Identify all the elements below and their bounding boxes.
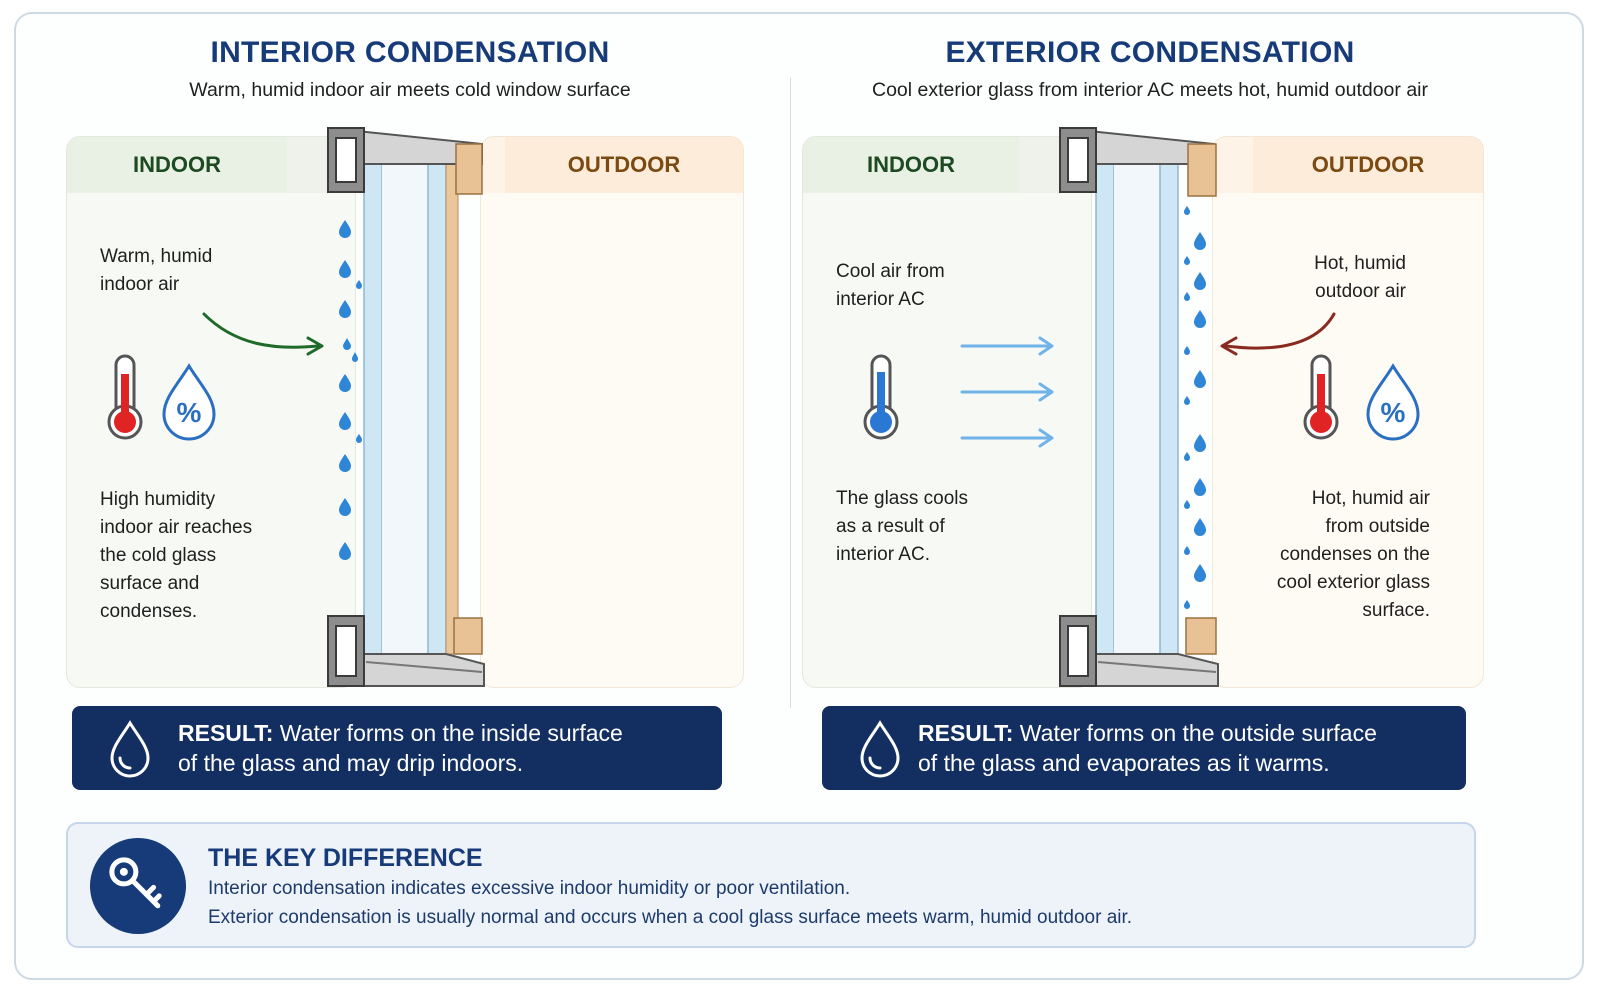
- humidity-percent-icon: %: [1366, 363, 1420, 441]
- exterior-window-section: [1059, 126, 1219, 687]
- exterior-title: EXTERIOR CONDENSATION: [945, 36, 1355, 69]
- indoor-header: INDOOR: [67, 137, 287, 193]
- indoor-header: INDOOR: [803, 137, 1019, 193]
- column-divider: [790, 78, 791, 708]
- result-label: RESULT:: [918, 720, 1014, 746]
- thermometer-hot-icon: [1303, 354, 1339, 440]
- exterior-indoor-panel: INDOOR: [802, 136, 1092, 688]
- water-drop-icon: [860, 720, 900, 778]
- exterior-condensation-droplets: [1184, 206, 1206, 609]
- interior-title: INTERIOR CONDENSATION: [210, 36, 610, 69]
- exterior-subtitle: Cool exterior glass from interior AC mee…: [872, 79, 1428, 101]
- key-difference-line-1: Interior condensation indicates excessiv…: [208, 878, 851, 899]
- svg-text:%: %: [1381, 397, 1406, 428]
- interior-condensation-droplets: [339, 220, 362, 560]
- key-icon: [109, 857, 162, 909]
- key-badge: [90, 838, 186, 934]
- warm-air-arrow: [202, 312, 324, 356]
- interior-outdoor-panel: OUTDOOR: [480, 136, 744, 688]
- key-difference-box: THE KEY DIFFERENCE Interior condensation…: [66, 822, 1476, 948]
- hot-air-arrow: [1220, 312, 1336, 356]
- thermometer-hot-icon: [107, 354, 143, 440]
- result-text-2: of the glass and may drip indoors.: [178, 750, 524, 776]
- thermometer-cold-icon: [863, 354, 899, 440]
- outdoor-header: OUTDOOR: [505, 137, 743, 193]
- cool-air-arrows: [960, 336, 1054, 448]
- interior-window-section: [327, 126, 485, 687]
- key-difference-title: THE KEY DIFFERENCE: [208, 844, 483, 872]
- result-label: RESULT:: [178, 720, 274, 746]
- result-text-1: Water forms on the outside surface: [1013, 720, 1377, 746]
- exterior-result-box: RESULT: Water forms on the outside surfa…: [822, 706, 1466, 790]
- svg-text:%: %: [177, 397, 202, 428]
- result-text-2: of the glass and evaporates as it warms.: [918, 750, 1330, 776]
- water-drop-icon: [110, 720, 150, 778]
- outdoor-header: OUTDOOR: [1253, 137, 1483, 193]
- humidity-percent-icon: %: [162, 363, 216, 441]
- key-difference-line-2: Exterior condensation is usually normal …: [208, 907, 1133, 928]
- interior-subtitle: Warm, humid indoor air meets cold window…: [189, 79, 631, 101]
- exterior-outdoor-panel: OUTDOOR: [1212, 136, 1484, 688]
- interior-result-box: RESULT: Water forms on the inside surfac…: [72, 706, 722, 790]
- result-text-1: Water forms on the inside surface: [273, 720, 623, 746]
